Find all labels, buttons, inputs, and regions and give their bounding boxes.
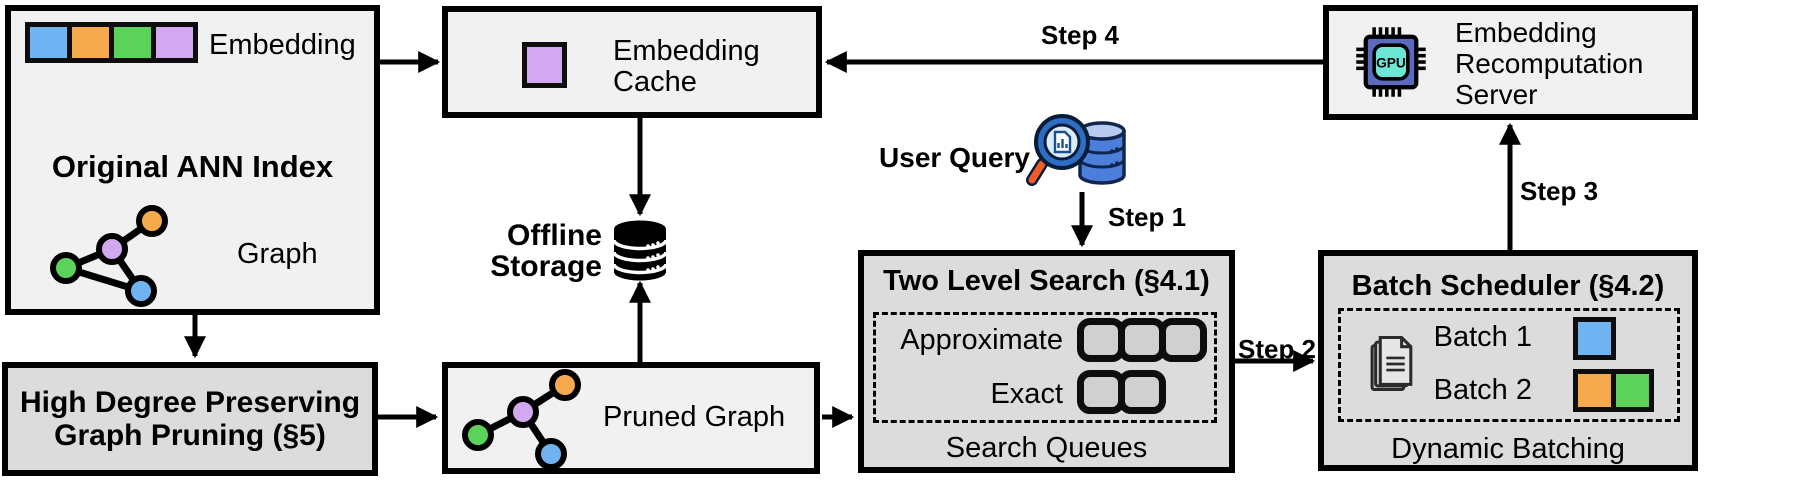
embedding-vector-icon <box>25 22 198 63</box>
batch2-square-orange <box>1573 369 1616 412</box>
step4-label: Step 4 <box>1040 20 1120 50</box>
embedding-cache-box: Embedding Cache <box>442 6 822 118</box>
embedding-square-green <box>109 22 156 63</box>
pruned-graph-label: Pruned Graph <box>603 401 786 433</box>
pruned-graph-icon <box>462 369 581 470</box>
offline-storage-database-icon <box>612 220 668 281</box>
embedding-label: Embedding <box>209 29 356 61</box>
batch1-square-blue <box>1573 317 1616 360</box>
user-query-search-database-icon <box>1026 114 1126 186</box>
two-level-search-box: Two Level Search (§4.1) Approximate Exac… <box>858 250 1235 473</box>
cached-embedding-square-icon <box>522 42 567 88</box>
graph-pruning-title: High Degree Preserving Graph Pruning (§5… <box>19 386 361 452</box>
batch2-square-green <box>1611 369 1654 412</box>
gpu-chip-label: GPU <box>1376 55 1406 70</box>
exact-label: Exact <box>990 378 1063 410</box>
two-level-search-title: Two Level Search (§4.1) <box>883 265 1210 297</box>
search-queues-panel: Approximate Exact <box>873 312 1217 423</box>
batch2-squares <box>1573 369 1654 412</box>
step3-label: Step 3 <box>1520 176 1599 206</box>
original-ann-index-title: Original ANN Index <box>51 149 334 184</box>
recomputation-server-box: GPU Embedding Recomputation Server <box>1323 5 1698 120</box>
step1-label: Step 1 <box>1108 202 1187 232</box>
batch1-squares <box>1573 317 1616 360</box>
pruned-graph-box: Pruned Graph <box>442 362 820 474</box>
gpu-chip-icon: GPU <box>1356 27 1426 97</box>
offline-storage-label: Offline Storage <box>490 219 602 283</box>
approximate-queue-icons <box>1077 318 1207 362</box>
original-ann-index-box: Embedding Original ANN Index Graph <box>5 5 380 315</box>
dynamic-batching-panel: Batch 1 Batch 2 <box>1338 308 1680 422</box>
query-documents-icon <box>1370 336 1413 391</box>
approximate-label: Approximate <box>900 324 1063 356</box>
embedding-square-orange <box>67 22 114 63</box>
embedding-cache-title: Embedding Cache <box>613 35 760 98</box>
batch1-label: Batch 1 <box>1433 321 1532 353</box>
batch-scheduler-title: Batch Scheduler (§4.2) <box>1351 270 1665 302</box>
step2-label: Step 2 <box>1237 334 1317 364</box>
recomputation-server-title: Embedding Recomputation Server <box>1455 17 1644 110</box>
original-graph-icon <box>50 205 168 307</box>
dynamic-batching-label: Dynamic Batching <box>1391 433 1625 465</box>
graph-pruning-box: High Degree Preserving Graph Pruning (§5… <box>2 362 378 476</box>
exact-queue-icons <box>1077 370 1166 414</box>
graph-label: Graph <box>237 238 318 270</box>
batch2-label: Batch 2 <box>1433 374 1532 406</box>
batch-scheduler-box: Batch Scheduler (§4.2) Batch 1 Batc <box>1318 250 1698 471</box>
search-queues-label: Search Queues <box>945 432 1148 464</box>
embedding-square-purple <box>151 22 198 63</box>
embedding-square-blue <box>25 22 72 63</box>
user-query-label: User Query <box>879 142 1030 173</box>
queue-slot-icon <box>1159 318 1207 362</box>
queue-slot-icon <box>1118 370 1166 414</box>
